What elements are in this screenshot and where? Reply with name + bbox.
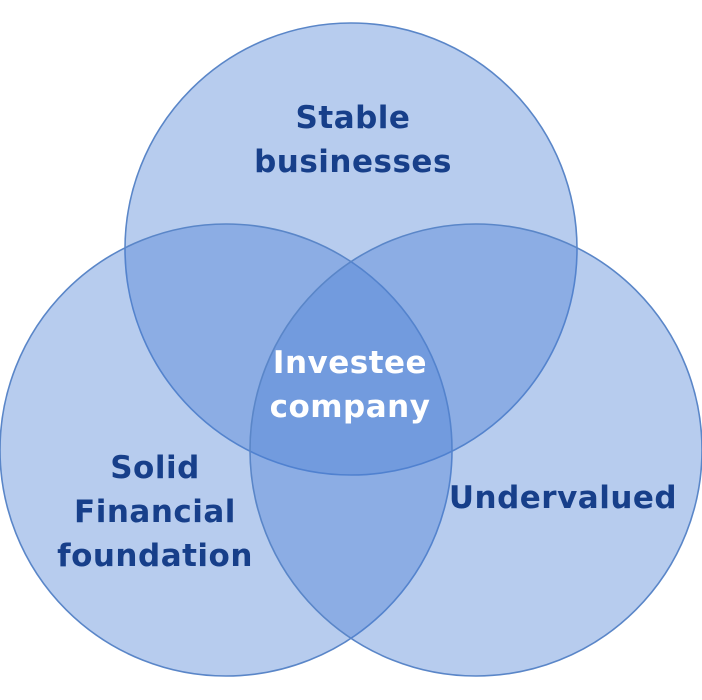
label-line: company: [270, 389, 431, 425]
label-line: foundation: [57, 538, 253, 574]
label-stable-businesses: Stable businesses: [254, 100, 452, 180]
label-line: Solid: [110, 450, 200, 486]
label-line: Undervalued: [449, 480, 677, 516]
label-investee-company: Investee company: [270, 345, 431, 425]
label-line: Financial: [74, 494, 236, 530]
label-line: businesses: [254, 144, 452, 180]
label-line: Stable: [296, 100, 411, 136]
circle-stable-businesses: [124, 22, 578, 476]
label-line: Investee: [273, 345, 427, 381]
label-undervalued: Undervalued: [449, 480, 677, 516]
circle-solid-financial-foundation: [0, 223, 453, 677]
circle-undervalued: [249, 223, 702, 677]
